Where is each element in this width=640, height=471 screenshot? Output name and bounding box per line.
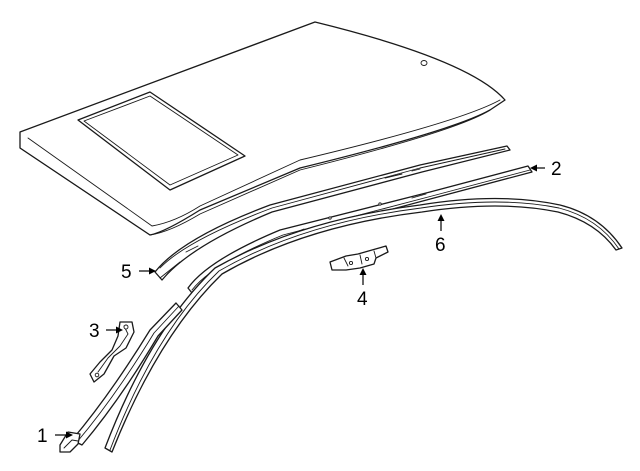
callout-6: 6	[435, 235, 446, 256]
weatherstrip-6	[104, 197, 623, 453]
bracket-4	[329, 245, 389, 271]
bracket-3	[89, 321, 135, 383]
pillar-strip	[71, 302, 183, 446]
leader-lines	[55, 164, 545, 439]
bracket-1	[59, 431, 81, 453]
callout-5: 5	[121, 262, 132, 283]
callout-4: 4	[357, 289, 368, 310]
callout-3: 3	[89, 321, 100, 342]
callout-1: 1	[37, 426, 48, 447]
molding-strip-5	[154, 145, 511, 281]
callout-2: 2	[551, 159, 562, 180]
roof-panel	[19, 21, 506, 236]
